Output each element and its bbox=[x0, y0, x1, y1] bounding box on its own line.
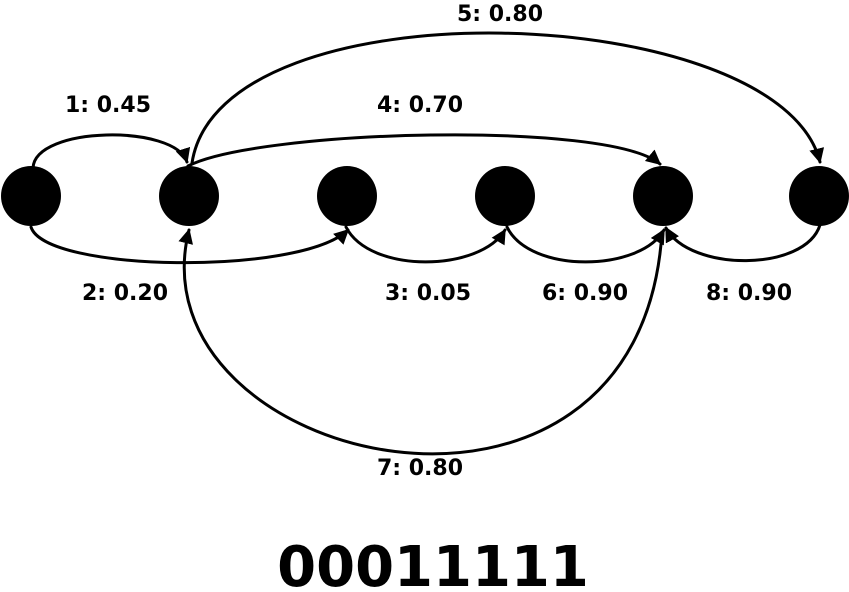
edge-5 bbox=[190, 31, 824, 165]
node-2 bbox=[159, 166, 219, 226]
edge-label-4: 4: 0.70 bbox=[377, 93, 463, 118]
edge-6 bbox=[505, 225, 666, 264]
edge-label-6: 6: 0.90 bbox=[542, 281, 628, 306]
edge-label-5: 5: 0.80 bbox=[457, 2, 543, 27]
edge-4 bbox=[186, 133, 662, 168]
bitstring-label: 00011111 bbox=[277, 535, 589, 592]
edge-8 bbox=[664, 223, 822, 263]
edge-label-3: 3: 0.05 bbox=[385, 281, 471, 306]
node-6 bbox=[789, 166, 849, 226]
nodes bbox=[1, 166, 849, 226]
node-4 bbox=[475, 166, 535, 226]
node-1 bbox=[1, 166, 61, 226]
node-3 bbox=[317, 166, 377, 226]
edge-3 bbox=[344, 225, 507, 264]
edge-label-8: 8: 0.90 bbox=[706, 281, 792, 306]
edge-label-7: 7: 0.80 bbox=[377, 456, 463, 481]
edge-7 bbox=[178, 228, 664, 456]
edge-label-1: 1: 0.45 bbox=[65, 93, 151, 118]
node-5 bbox=[633, 166, 693, 226]
edges bbox=[29, 31, 824, 456]
edge-label-2: 2: 0.20 bbox=[82, 281, 168, 306]
edge-1 bbox=[31, 133, 191, 170]
edge-2 bbox=[29, 225, 350, 265]
edge-labels: 1: 0.45 2: 0.20 3: 0.05 4: 0.70 5: 0.80 … bbox=[65, 2, 792, 481]
